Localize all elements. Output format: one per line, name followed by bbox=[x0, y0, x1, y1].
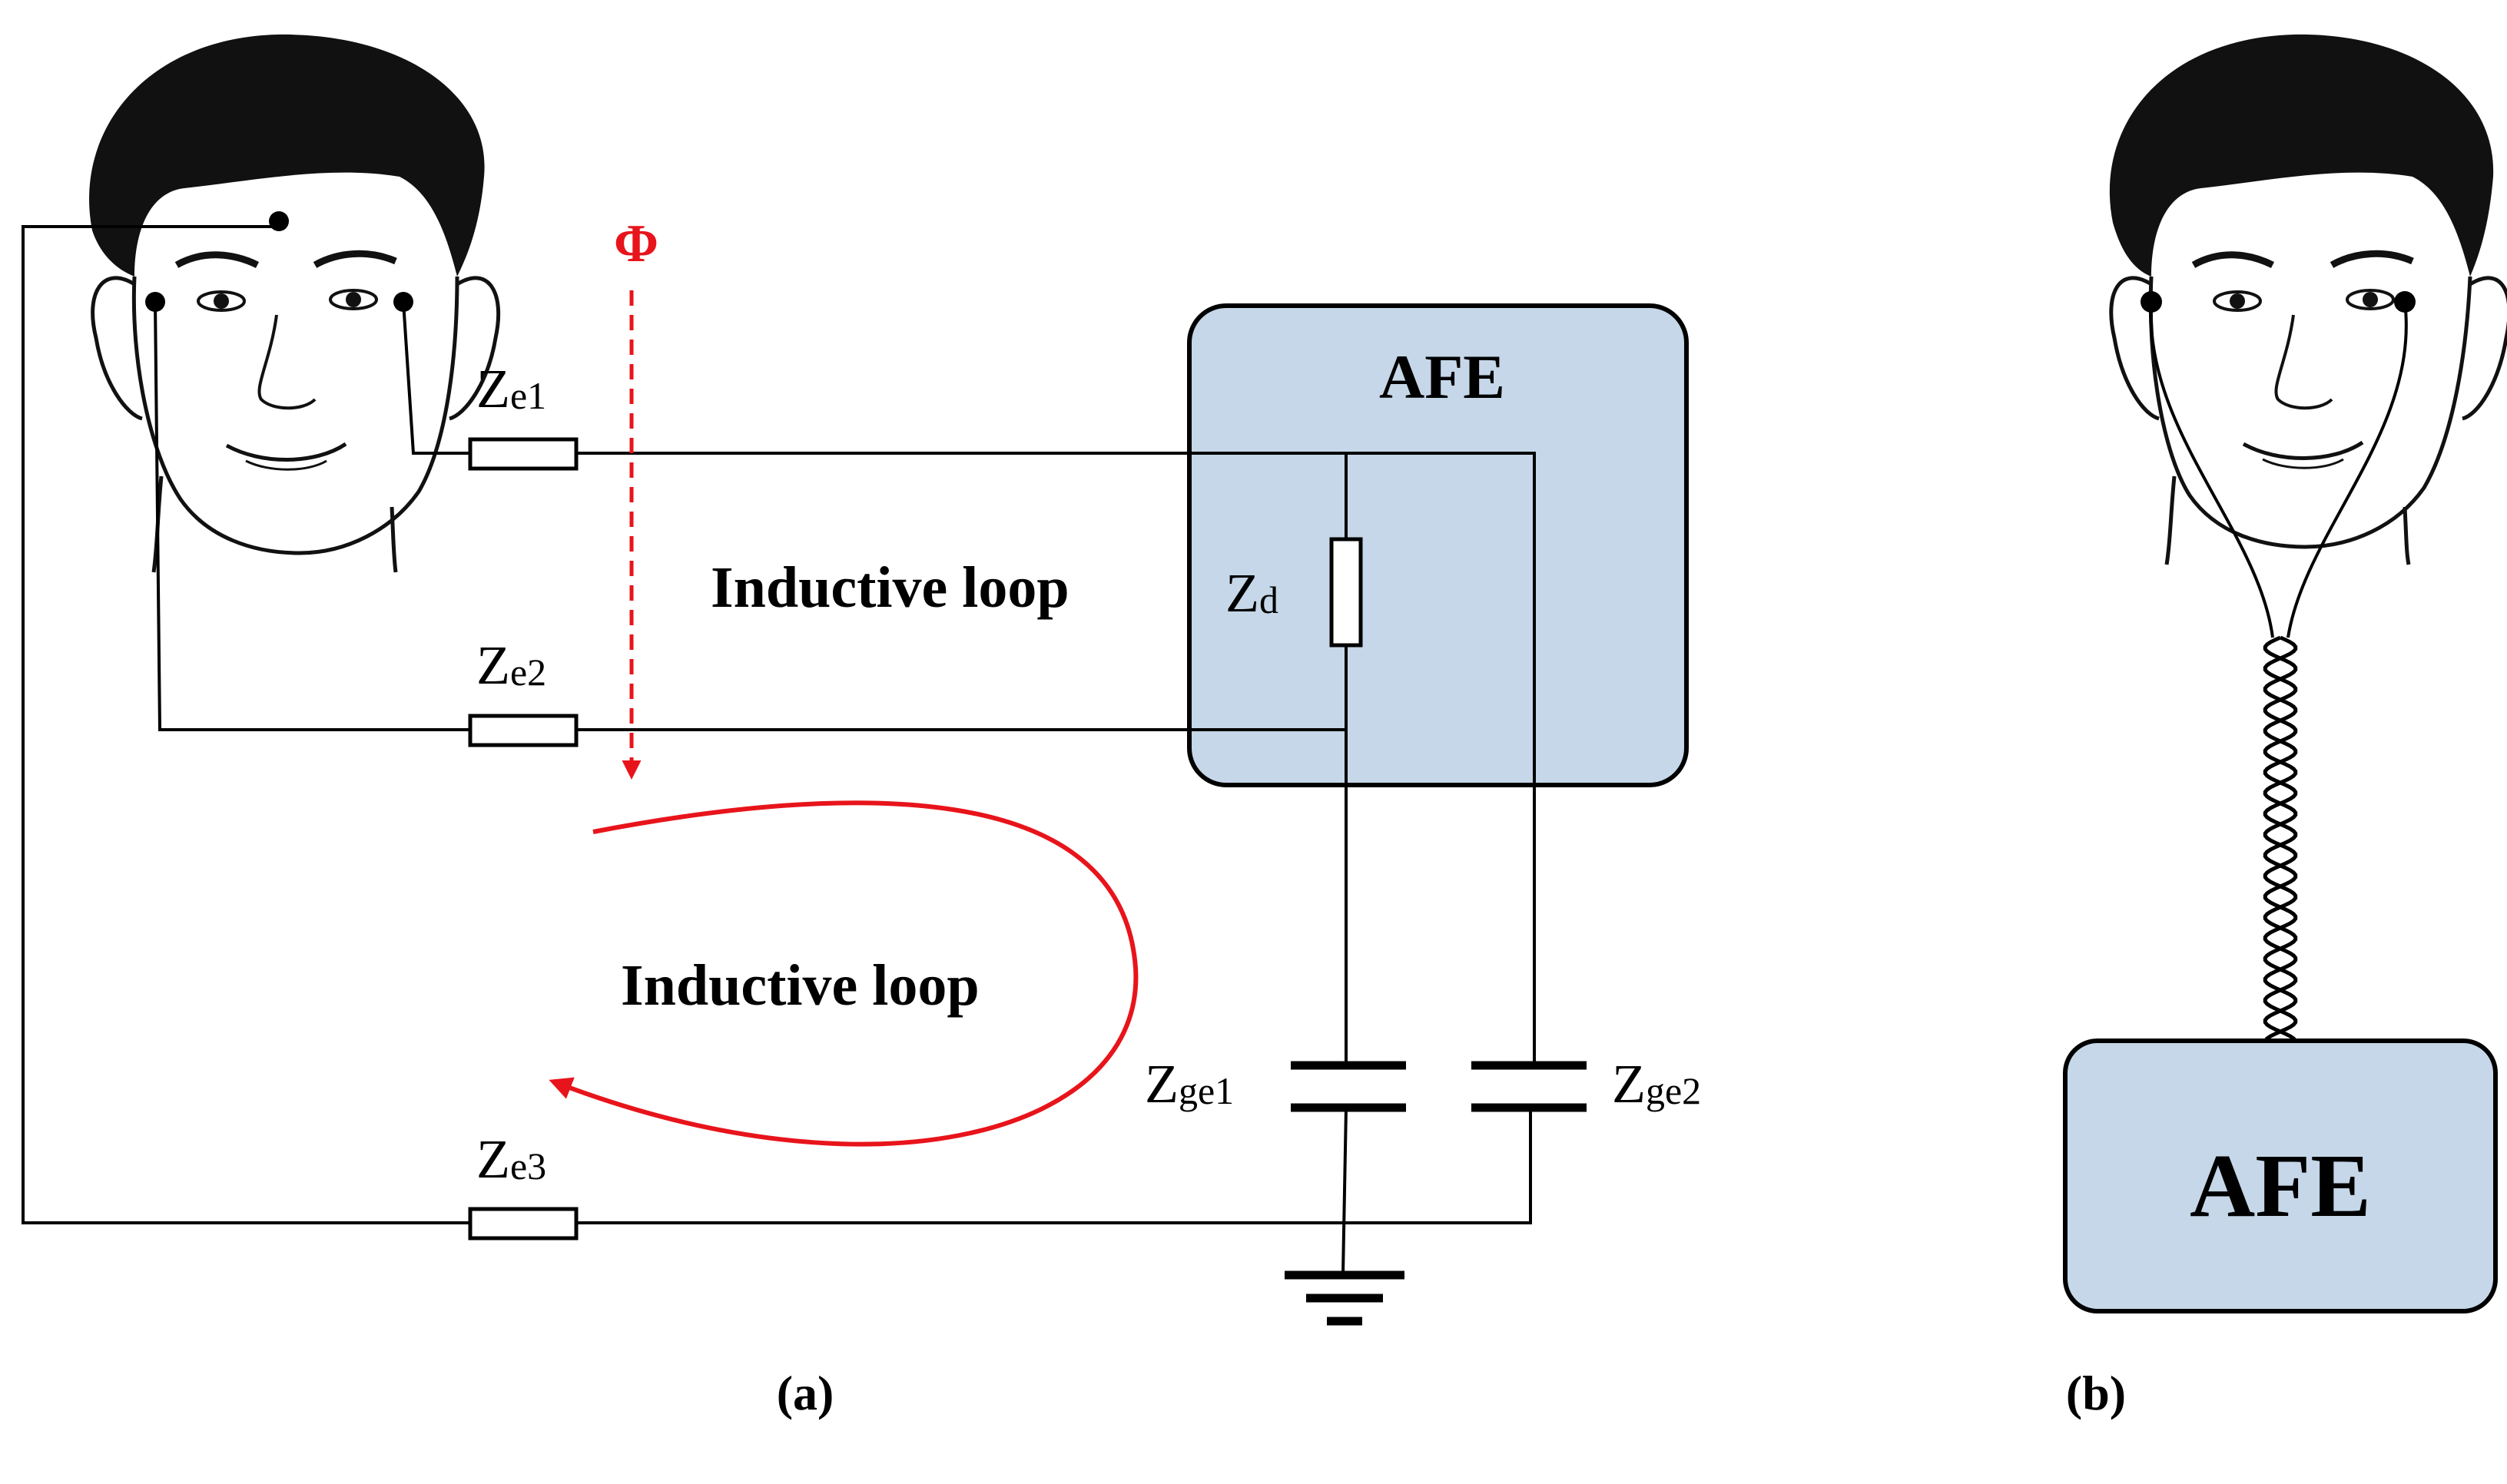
label-ze3: Ze3 bbox=[476, 1128, 546, 1190]
label-zd: Zd bbox=[1225, 562, 1278, 624]
caption-a: (a) bbox=[777, 1366, 834, 1420]
caption-b: (b) bbox=[2066, 1366, 2126, 1420]
twisted-pair-cable bbox=[2263, 635, 2298, 1042]
resistor-zd bbox=[1329, 537, 1363, 648]
capacitor-zge2 bbox=[1471, 1061, 1587, 1112]
afe-label-a: AFE bbox=[1379, 342, 1505, 412]
head-illustration-a bbox=[89, 34, 501, 573]
label-zge1: Zge1 bbox=[1145, 1053, 1234, 1115]
label-ze1: Ze1 bbox=[476, 358, 546, 419]
resistor-ze3 bbox=[468, 1207, 579, 1241]
afe-box-b bbox=[2063, 1038, 2498, 1313]
electrode-forehead bbox=[269, 211, 289, 231]
circuit-wires bbox=[22, 225, 1536, 1274]
ground-symbol bbox=[1285, 1270, 1404, 1326]
inductive-loop-label-inner: Inductive loop bbox=[711, 555, 1069, 620]
label-ze2: Ze2 bbox=[476, 634, 546, 696]
twisted-pair-cable-strand bbox=[2263, 635, 2298, 1042]
flux-symbol: Φ bbox=[614, 214, 658, 273]
inductive-loop-label-outer: Inductive loop bbox=[621, 953, 980, 1018]
panel-a: AFE bbox=[22, 34, 1701, 1420]
resistor-ze2 bbox=[468, 714, 579, 747]
afe-label-b: AFE bbox=[2190, 1135, 2371, 1236]
inductive-loop-curve bbox=[549, 800, 1139, 1147]
resistor-ze1 bbox=[468, 437, 579, 471]
panel-b: AFE (b) bbox=[2063, 34, 2507, 1420]
head-illustration-b bbox=[2109, 34, 2507, 565]
label-zge2: Zge2 bbox=[1612, 1053, 1701, 1115]
afe-box-a bbox=[1187, 303, 1689, 787]
lead-wires-b bbox=[2149, 301, 2408, 638]
capacitor-zge1 bbox=[1291, 1061, 1406, 1112]
